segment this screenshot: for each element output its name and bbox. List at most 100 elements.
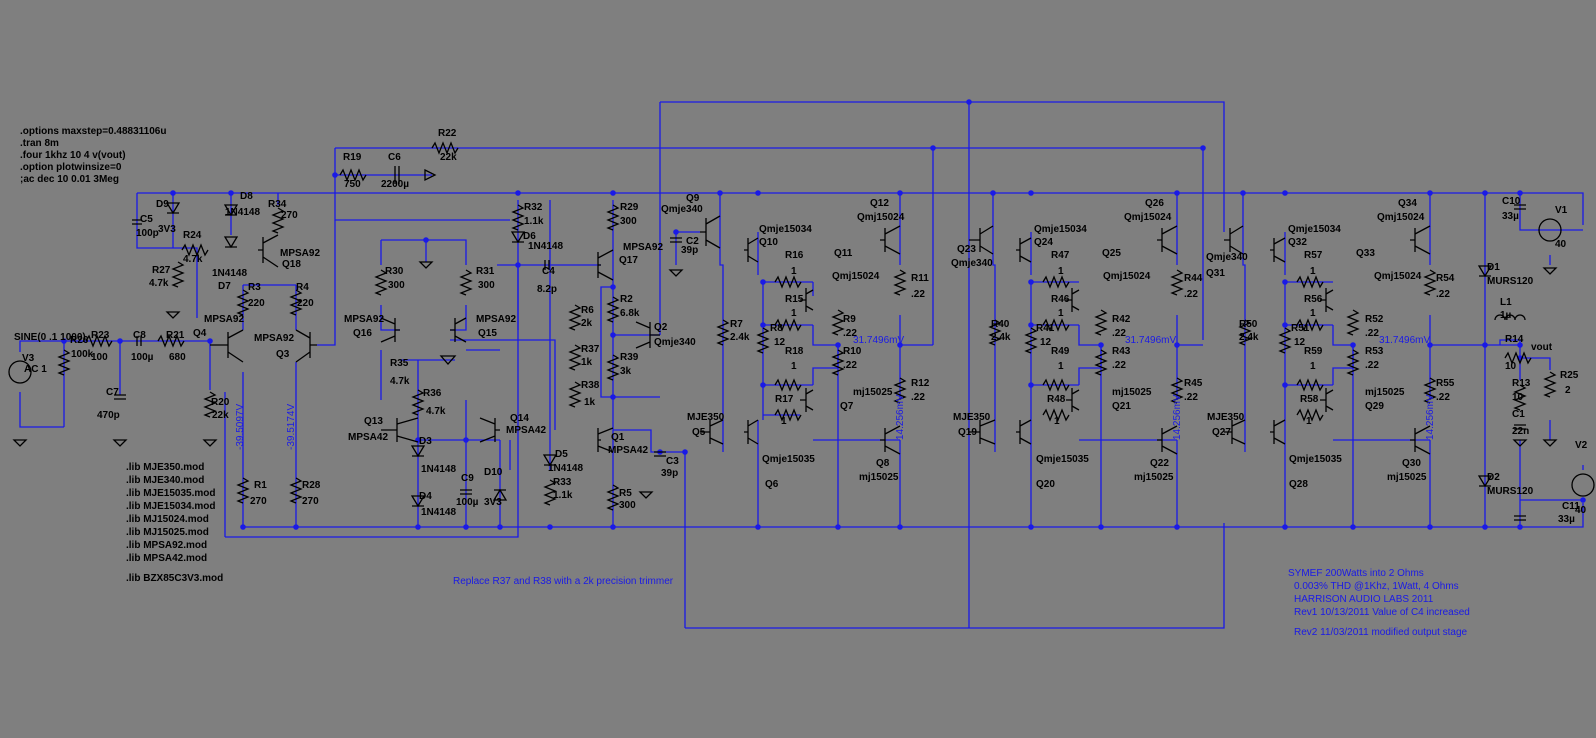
directive-line: .options maxstep=0.48831106u — [20, 126, 166, 137]
component-label: 680 — [169, 352, 186, 363]
component-label: Qmje340 — [661, 204, 703, 215]
diode-symbols — [165, 202, 1493, 508]
lib-line: .lib MPSA42.mod — [126, 553, 207, 564]
component-label: 1N4148 — [548, 463, 583, 474]
component-label: 1 — [1058, 361, 1064, 372]
component-label: Q20 — [1036, 479, 1055, 490]
component-label: R41 — [1036, 323, 1055, 334]
component-label: Qmje15035 — [1289, 454, 1342, 465]
component-label: R34 — [268, 199, 287, 210]
component-label: 1N4148 — [225, 207, 260, 218]
component-label: R36 — [423, 388, 442, 399]
component-label: .22 — [1365, 360, 1379, 371]
component-label: C10 — [1502, 196, 1521, 207]
component-label: 1 — [1310, 266, 1316, 277]
component-label: 470p — [97, 410, 120, 421]
note-line: 0.003% THD @1Khz, 1Watt, 4 Ohms — [1294, 581, 1459, 592]
component-label: Q29 — [1365, 401, 1384, 412]
component-label: MJE350 — [953, 412, 991, 423]
component-label: 40 — [1575, 505, 1587, 516]
component-label: 3k — [620, 366, 632, 377]
probe-voltage: -39.5174V — [286, 404, 297, 450]
component-label: mj15025 — [853, 387, 893, 398]
component-label: C4 — [542, 266, 555, 277]
component-label: R22 — [438, 128, 457, 139]
lib-block: .lib MJE350.mod .lib MJE340.mod .lib MJE… — [126, 462, 223, 584]
component-label: R24 — [183, 230, 202, 241]
probe-voltage: 31.7496mV — [1379, 335, 1430, 346]
component-label: 220 — [248, 298, 265, 309]
component-label: V2 — [1575, 440, 1588, 451]
component-label: 3V3 — [158, 224, 176, 235]
lib-line: .lib MJE15035.mod — [126, 488, 215, 499]
component-label: R2 — [620, 294, 633, 305]
component-label: 1 — [1054, 416, 1060, 427]
component-label: 22n — [1512, 426, 1529, 437]
component-label: R53 — [1365, 346, 1384, 357]
component-label: Q7 — [840, 401, 854, 412]
component-label: .22 — [1365, 328, 1379, 339]
component-label: R4 — [296, 282, 309, 293]
component-label: Q23 — [957, 244, 976, 255]
component-label: Q19 — [958, 427, 977, 438]
probe-voltage: 14.256mV — [1425, 394, 1436, 440]
component-label: .22 — [1436, 289, 1450, 300]
component-label: Qmje15034 — [1288, 224, 1341, 235]
capacitor-symbols — [114, 166, 1526, 521]
component-label: 1.1k — [553, 490, 573, 501]
component-label: C1 — [1512, 409, 1525, 420]
component-label: R33 — [553, 477, 572, 488]
component-label: D4 — [419, 491, 432, 502]
component-label: R17 — [775, 394, 794, 405]
component-label: 1 — [791, 266, 797, 277]
resistor-symbols — [57, 141, 1557, 511]
component-label: 2 — [1565, 385, 1571, 396]
component-label: Qmje340 — [654, 337, 696, 348]
component-label: 100µ — [456, 497, 479, 508]
component-label: 2.4k — [991, 332, 1011, 343]
component-label: 39p — [681, 245, 698, 256]
component-label: 4.7k — [426, 406, 446, 417]
component-label: Q2 — [654, 322, 668, 333]
component-label: 300 — [388, 280, 405, 291]
component-label: 300 — [620, 216, 637, 227]
component-label: Q10 — [759, 237, 778, 248]
component-label: R38 — [581, 380, 600, 391]
component-label: C5 — [140, 214, 153, 225]
component-label: R40 — [991, 319, 1010, 330]
component-label: Q11 — [834, 248, 853, 259]
component-label: Q12 — [870, 198, 889, 209]
component-label: R55 — [1436, 378, 1455, 389]
component-label: R20 — [211, 397, 230, 408]
directives-block: .options maxstep=0.48831106u .tran 8m .f… — [20, 126, 166, 185]
component-label: Qmje15034 — [1034, 224, 1087, 235]
lib-line: .lib MJE340.mod — [126, 475, 204, 486]
component-label: Q1 — [611, 432, 625, 443]
component-label: 4.7k — [183, 254, 203, 265]
component-label: .22 — [843, 360, 857, 371]
component-label: mj15025 — [1112, 387, 1152, 398]
lib-line: .lib MJ15024.mod — [126, 514, 209, 525]
component-label: 100 — [91, 352, 108, 363]
component-label: 4.7k — [149, 278, 169, 289]
component-label: R56 — [1304, 294, 1323, 305]
junction-dots — [61, 99, 1586, 530]
note-line: SYMEF 200Watts into 2 Ohms — [1288, 568, 1424, 579]
component-label: MPSA42 — [608, 445, 648, 456]
component-label: 39p — [661, 468, 678, 479]
component-label: R48 — [1047, 394, 1066, 405]
component-label: 270 — [281, 210, 298, 221]
component-label: R51 — [1291, 323, 1310, 334]
component-label: Q30 — [1402, 458, 1421, 469]
component-label: R46 — [1051, 294, 1070, 305]
component-label: Q25 — [1102, 248, 1121, 259]
component-label: 12 — [1040, 337, 1052, 348]
source-name: V3 — [22, 353, 35, 364]
component-label: Q31 — [1206, 268, 1225, 279]
component-label: 750 — [344, 179, 361, 190]
component-label: V1 — [1555, 205, 1568, 216]
component-label: 1 — [1310, 361, 1316, 372]
component-label: 12 — [774, 337, 786, 348]
component-label: Q28 — [1289, 479, 1308, 490]
component-label: MPSA92 — [254, 333, 294, 344]
